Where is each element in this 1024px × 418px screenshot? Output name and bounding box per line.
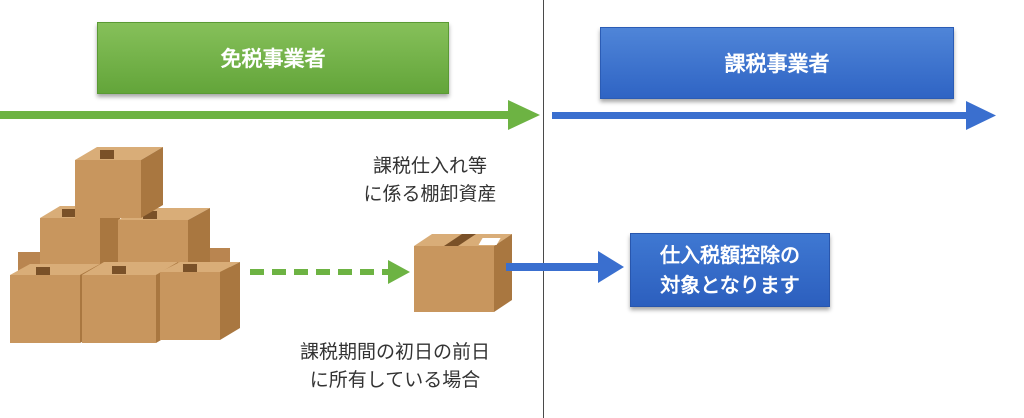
green-timeline-arrow bbox=[0, 100, 540, 130]
result-line1: 仕入税額控除の bbox=[660, 243, 800, 267]
tax-exempt-business-label: 免税事業者 bbox=[97, 22, 449, 94]
result-line2: 対象となります bbox=[660, 273, 800, 297]
input-tax-credit-result-box: 仕入税額控除の 対象となります bbox=[630, 233, 830, 307]
ownership-caption-line2: に所有している場合 bbox=[309, 369, 481, 391]
blue-result-arrow bbox=[506, 251, 624, 283]
ownership-caption-line1: 課税期間の初日の前日 bbox=[299, 341, 490, 363]
taxable-business-label: 課税事業者 bbox=[600, 27, 954, 99]
taxable-business-text: 課税事業者 bbox=[724, 52, 830, 76]
blue-timeline-arrow bbox=[552, 101, 996, 130]
ownership-condition-caption: 課税期間の初日の前日 に所有している場合 bbox=[255, 338, 535, 394]
inventory-caption: 課税仕入れ等 に係る棚卸資産 bbox=[330, 152, 530, 208]
period-divider-line bbox=[543, 0, 544, 418]
inventory-caption-line2: に係る棚卸資産 bbox=[363, 183, 497, 205]
green-dashed-arrow bbox=[250, 260, 410, 284]
cardboard-box-stack-icon bbox=[10, 147, 240, 343]
single-cardboard-box-icon bbox=[414, 234, 512, 312]
inventory-caption-line1: 課税仕入れ等 bbox=[372, 155, 487, 177]
tax-exempt-business-text: 免税事業者 bbox=[220, 47, 326, 71]
